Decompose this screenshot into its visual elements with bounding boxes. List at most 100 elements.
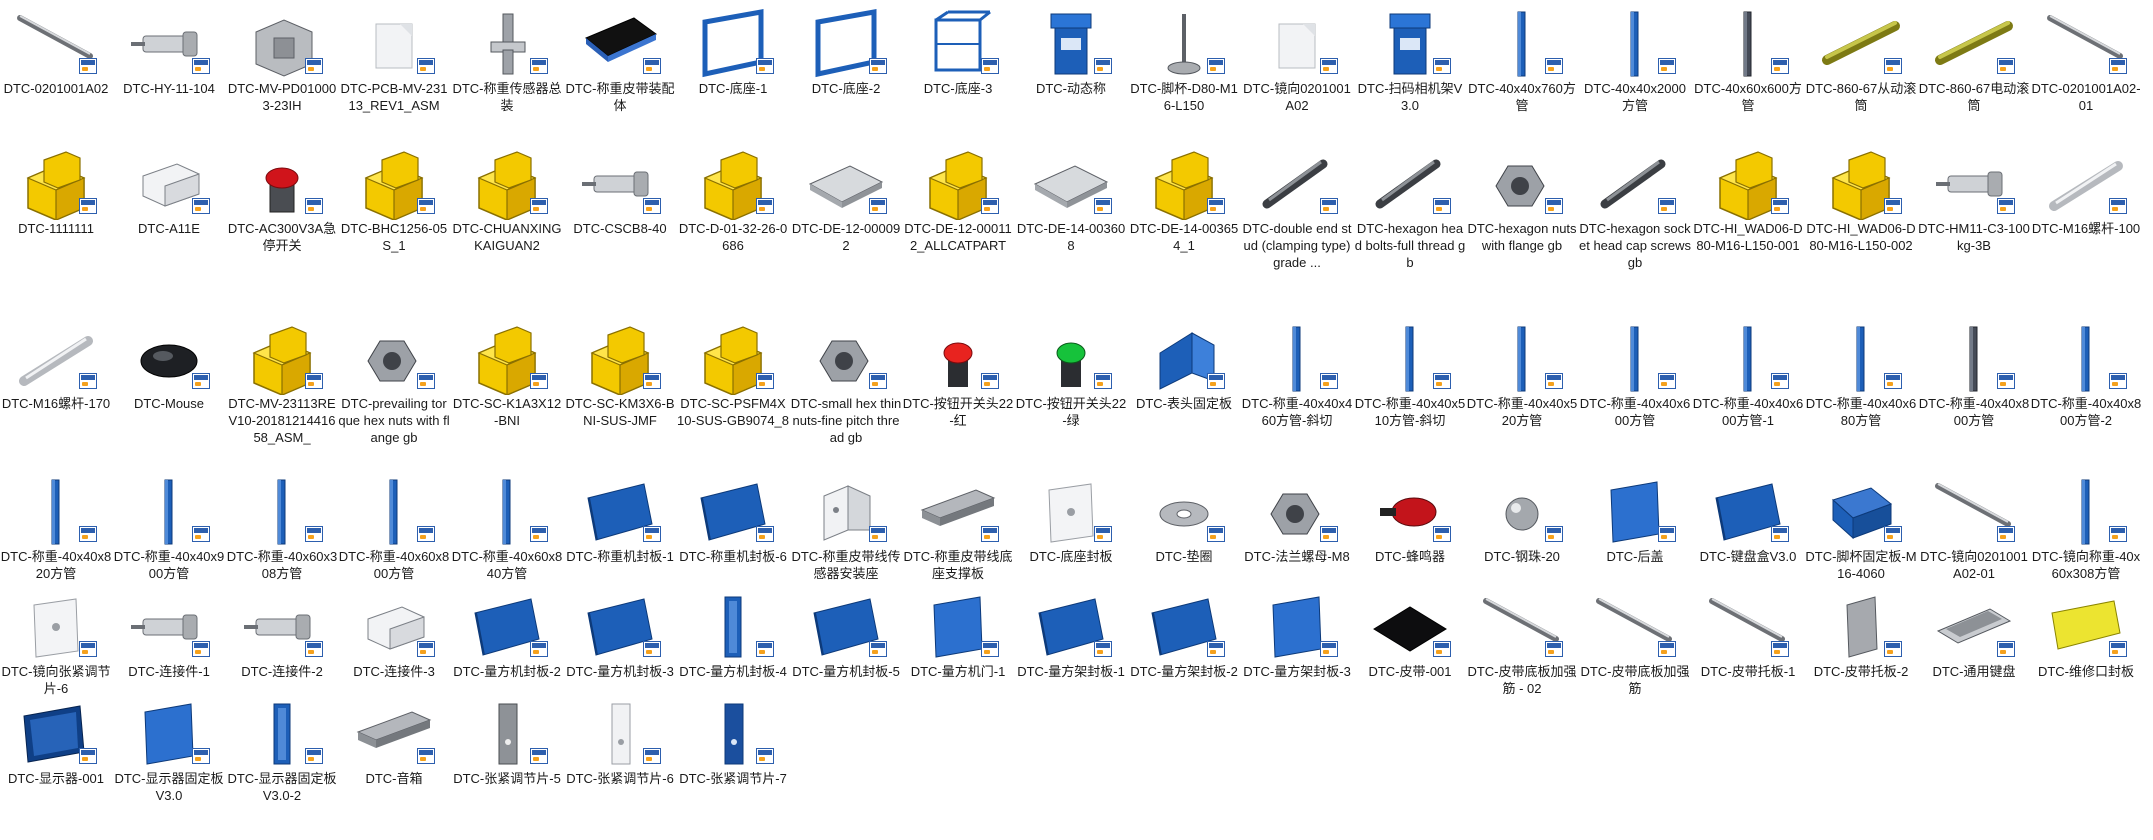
file-item[interactable]: DTC-表头固定板 [1128, 315, 1240, 465]
file-item[interactable]: DTC-连接件-3 [338, 583, 450, 733]
file-item[interactable]: DTC-称重-40x40x510方管-斜切 [1354, 315, 1466, 465]
file-item[interactable]: DTC-脚杯固定板-M16-4060 [1805, 468, 1917, 618]
file-item[interactable]: DTC-HM11-C3-100kg-3B [1918, 140, 2030, 290]
file-item[interactable]: DTC-镜向0201001A02 [1241, 0, 1353, 150]
file-item[interactable]: DTC-镜向张紧调节片-6 [0, 583, 112, 733]
file-item[interactable]: DTC-MV-23113REV10-2018121441658_ASM_ [226, 315, 338, 465]
file-item[interactable]: DTC-称重皮带线底座支撑板 [902, 468, 1014, 618]
file-item[interactable]: DTC-称重-40x40x520方管 [1466, 315, 1578, 465]
file-item[interactable]: DTC-称重机封板-1 [564, 468, 676, 618]
file-item[interactable]: DTC-40x40x2000方管 [1579, 0, 1691, 150]
file-item[interactable]: DTC-量方架封板-1 [1015, 583, 1127, 733]
file-item[interactable]: DTC-HI_WAD06-D80-M16-L150-002 [1805, 140, 1917, 290]
file-item[interactable]: DTC-D-01-32-26-0686 [677, 140, 789, 290]
file-item[interactable]: DTC-0201001A02 [0, 0, 112, 150]
file-item[interactable]: DTC-prevailing torque hex nuts with flan… [338, 315, 450, 465]
file-item[interactable]: DTC-称重传感器总装 [451, 0, 563, 150]
file-item[interactable]: DTC-底座-2 [790, 0, 902, 150]
file-item[interactable]: DTC-张紧调节片-7 [677, 690, 789, 840]
file-item[interactable]: DTC-称重-40x40x600方管 [1579, 315, 1691, 465]
file-item[interactable]: DTC-CHUANXINGKAIGUAN2 [451, 140, 563, 290]
file-item[interactable]: DTC-DE-12-000112_ALLCATPART [902, 140, 1014, 290]
file-item[interactable]: DTC-皮带-001 [1354, 583, 1466, 733]
file-item[interactable]: DTC-small hex thin nuts-fine pitch threa… [790, 315, 902, 465]
file-item[interactable]: DTC-称重-40x60x308方管 [226, 468, 338, 618]
file-item[interactable]: DTC-称重-40x40x820方管 [0, 468, 112, 618]
file-item[interactable]: DTC-蜂鸣器 [1354, 468, 1466, 618]
file-item[interactable]: DTC-连接件-1 [113, 583, 225, 733]
file-item[interactable]: DTC-称重-40x60x800方管 [338, 468, 450, 618]
file-item[interactable]: DTC-hexagon socket head cap screws gb [1579, 140, 1691, 290]
file-item[interactable]: DTC-扫码相机架V3.0 [1354, 0, 1466, 150]
file-item[interactable]: DTC-量方机门-1 [902, 583, 1014, 733]
file-item[interactable]: DTC-A11E [113, 140, 225, 290]
file-item[interactable]: DTC-镜向称重-40x60x308方管 [2030, 468, 2142, 618]
file-item[interactable]: DTC-860-67电动滚筒 [1918, 0, 2030, 150]
file-item[interactable]: DTC-BHC1256-05S_1 [338, 140, 450, 290]
file-item[interactable]: DTC-称重机封板-6 [677, 468, 789, 618]
file-item[interactable]: DTC-通用键盘 [1918, 583, 2030, 733]
file-item[interactable]: DTC-Mouse [113, 315, 225, 465]
file-item[interactable]: DTC-M16螺杆-170 [0, 315, 112, 465]
file-item[interactable]: DTC-称重-40x40x900方管 [113, 468, 225, 618]
file-item[interactable]: DTC-HI_WAD06-D80-M16-L150-001 [1692, 140, 1804, 290]
file-item[interactable]: DTC-AC300V3A急停开关 [226, 140, 338, 290]
file-item[interactable]: DTC-MV-PD010003-23IH [226, 0, 338, 150]
file-item[interactable]: DTC-称重-40x40x460方管-斜切 [1241, 315, 1353, 465]
file-item[interactable]: DTC-double end stud (clamping type)grade… [1241, 140, 1353, 290]
file-item[interactable]: DTC-底座-3 [902, 0, 1014, 150]
file-item[interactable]: DTC-40x40x760方管 [1466, 0, 1578, 150]
file-item[interactable]: DTC-SC-K1A3X12-BNI [451, 315, 563, 465]
file-item[interactable]: DTC-量方机封板-4 [677, 583, 789, 733]
file-item[interactable]: DTC-动态称 [1015, 0, 1127, 150]
file-item[interactable]: DTC-皮带托板-2 [1805, 583, 1917, 733]
file-item[interactable]: DTC-量方架封板-2 [1128, 583, 1240, 733]
file-item[interactable]: DTC-CSCB8-40 [564, 140, 676, 290]
file-item[interactable]: DTC-HY-11-104 [113, 0, 225, 150]
file-item[interactable]: DTC-按钮开关头22-绿 [1015, 315, 1127, 465]
file-item[interactable]: DTC-连接件-2 [226, 583, 338, 733]
file-item[interactable]: DTC-1111111 [0, 140, 112, 290]
file-item[interactable]: DTC-PCB-MV-23113_REV1_ASM [338, 0, 450, 150]
file-item[interactable]: DTC-DE-14-003654_1 [1128, 140, 1240, 290]
file-item[interactable]: DTC-称重-40x40x600方管-1 [1692, 315, 1804, 465]
file-item[interactable]: DTC-称重皮带线传感器安装座 [790, 468, 902, 618]
file-item[interactable]: DTC-称重-40x40x800方管-2 [2030, 315, 2142, 465]
file-item[interactable]: DTC-皮带底板加强筋 - 02 [1466, 583, 1578, 733]
file-item[interactable]: DTC-皮带托板-1 [1692, 583, 1804, 733]
file-item[interactable]: DTC-DE-12-000092 [790, 140, 902, 290]
file-item[interactable]: DTC-860-67从动滚筒 [1805, 0, 1917, 150]
file-item[interactable]: DTC-量方架封板-3 [1241, 583, 1353, 733]
file-item[interactable]: DTC-脚杯-D80-M16-L150 [1128, 0, 1240, 150]
file-item[interactable]: DTC-张紧调节片-5 [451, 690, 563, 840]
file-item[interactable]: DTC-皮带底板加强筋 [1579, 583, 1691, 733]
file-item[interactable]: DTC-底座-1 [677, 0, 789, 150]
file-item[interactable]: DTC-显示器固定板V3.0-2 [226, 690, 338, 840]
file-item[interactable]: DTC-后盖 [1579, 468, 1691, 618]
file-item[interactable]: DTC-显示器固定板V3.0 [113, 690, 225, 840]
file-item[interactable]: DTC-音箱 [338, 690, 450, 840]
file-item[interactable]: DTC-0201001A02-01 [2030, 0, 2142, 150]
file-item[interactable]: DTC-垫圈 [1128, 468, 1240, 618]
file-item[interactable]: DTC-称重-40x40x800方管 [1918, 315, 2030, 465]
file-item[interactable]: DTC-称重-40x60x840方管 [451, 468, 563, 618]
file-item[interactable]: DTC-称重-40x40x680方管 [1805, 315, 1917, 465]
file-item[interactable]: DTC-DE-14-003608 [1015, 140, 1127, 290]
file-item[interactable]: DTC-量方机封板-5 [790, 583, 902, 733]
file-item[interactable]: DTC-底座封板 [1015, 468, 1127, 618]
file-item[interactable]: DTC-称重皮带装配体 [564, 0, 676, 150]
file-item[interactable]: DTC-SC-KM3X6-BNI-SUS-JMF [564, 315, 676, 465]
file-item[interactable]: DTC-镜向0201001A02-01 [1918, 468, 2030, 618]
file-item[interactable]: DTC-键盘盒V3.0 [1692, 468, 1804, 618]
file-item[interactable]: DTC-量方机封板-2 [451, 583, 563, 733]
file-item[interactable]: DTC-M16螺杆-100 [2030, 140, 2142, 290]
file-item[interactable]: DTC-显示器-001 [0, 690, 112, 840]
file-item[interactable]: DTC-钢珠-20 [1466, 468, 1578, 618]
file-item[interactable]: DTC-按钮开关头22-红 [902, 315, 1014, 465]
file-item[interactable]: DTC-量方机封板-3 [564, 583, 676, 733]
file-item[interactable]: DTC-法兰螺母-M8 [1241, 468, 1353, 618]
file-item[interactable]: DTC-hexagon head bolts-full thread gb [1354, 140, 1466, 290]
file-item[interactable]: DTC-40x60x600方管 [1692, 0, 1804, 150]
file-item[interactable]: DTC-hexagon nuts with flange gb [1466, 140, 1578, 290]
file-item[interactable]: DTC-SC-PSFM4X10-SUS-GB9074_8 [677, 315, 789, 465]
